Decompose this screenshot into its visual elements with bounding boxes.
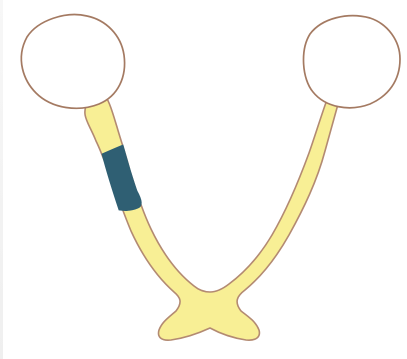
left-eye-globe	[21, 15, 124, 109]
optic-nerve-lesion	[102, 145, 141, 211]
optic-pathway-shape	[85, 88, 341, 340]
right-eye-globe	[304, 16, 400, 108]
